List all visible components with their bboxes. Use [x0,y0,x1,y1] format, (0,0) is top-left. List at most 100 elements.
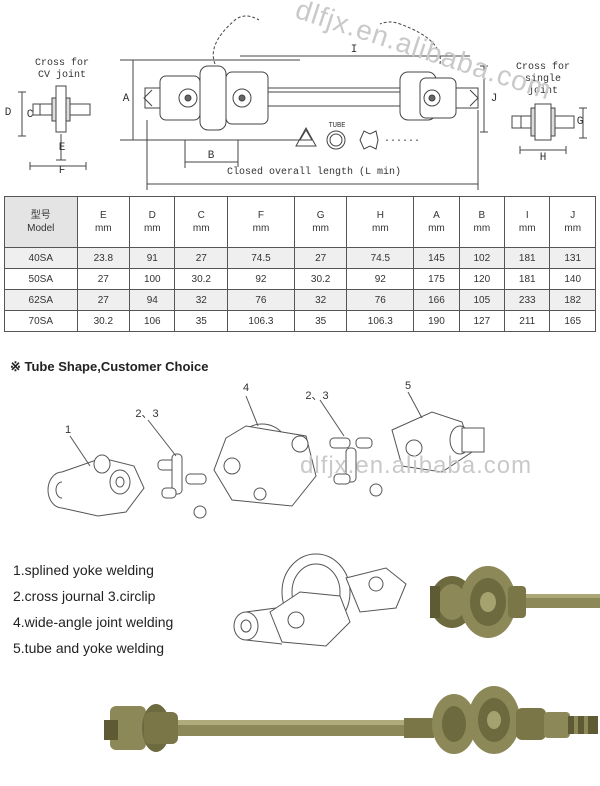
value-cell: 35 [174,310,229,332]
model-cell: 50SA [4,268,78,290]
shaft-drawing [120,15,488,190]
value-cell: 27 [293,247,348,269]
header-line2: mm [312,223,329,234]
value-cell: 32 [174,289,229,311]
header-line2: mm [564,223,582,234]
pto-shaft-photo [104,684,600,781]
legend-item: 1.splined yoke welding [13,562,154,578]
value-cell: 27 [76,289,131,311]
parts-legend: 1.splined yoke welding 2.cross journal 3… [13,557,173,661]
model-cell: 62SA [4,289,78,311]
value-cell: 76 [346,289,415,311]
cross-journal-right [329,437,383,497]
value-cell: 175 [413,268,460,290]
value-cell: 181 [504,268,551,290]
splined-yoke-part [47,454,145,517]
header-line1: B [478,210,486,221]
value-cell: 27 [174,247,229,269]
cross-journal-left [157,453,207,519]
model-cell: 70SA [4,310,78,332]
dim-i-label: I [350,44,358,56]
dim-d-label: D [4,107,12,119]
pto-shaft-photo-svg [104,686,598,754]
value-cell: 100 [129,268,176,290]
header-line2: mm [143,223,161,234]
tube-shape-note: ※ Tube Shape,Customer Choice [10,359,209,374]
value-cell: 102 [458,247,506,269]
value-cell: 94 [129,289,176,311]
more-profiles-dots: ...... [384,134,421,145]
exploded-view-svg [47,391,485,519]
value-cell: 140 [549,268,596,290]
value-cell: 35 [293,310,348,332]
header-line2: mm [473,223,491,234]
value-cell: 91 [129,247,176,269]
exploded-view: 1 2、3 4 2、3 5 [0,378,600,548]
value-cell: 181 [504,247,551,269]
dim-e-label: E [58,142,66,154]
header-line1: F [257,210,264,221]
value-cell: 105 [458,289,506,311]
tube-yoke-part [391,411,485,473]
legend-item: 2.cross journal 3.circlip [13,588,156,604]
single-cross-drawing [511,103,587,154]
dim-f-label: F [58,165,66,177]
value-cell: 120 [458,268,506,290]
header-line2: mm [371,223,389,234]
technical-drawing: Cross for CV joint Cross for single join… [0,0,600,192]
model-cell: 40SA [4,247,78,269]
value-cell: 106 [129,310,176,332]
header-line2: mm [94,223,112,234]
cv-cross-drawing [18,85,91,170]
callout-5: 5 [404,380,412,392]
header-line2: Model [27,223,55,234]
value-cell: 30.2 [293,268,348,290]
header-line2: mm [428,223,445,234]
single-cross-caption: Cross for single joint [515,62,570,97]
header-line1: E [99,210,107,221]
dim-g-label: G [576,116,584,128]
value-cell: 23.8 [76,247,131,269]
header-line1: G [316,210,325,221]
value-cell: 30.2 [174,268,229,290]
assembled-joint-svg [233,553,407,647]
legend-item: 4.wide-angle joint welding [13,614,174,630]
value-cell: 106.3 [346,310,415,332]
dim-c-label: C [26,109,34,121]
value-cell: 32 [293,289,348,311]
tube-label: TUBE [328,122,346,130]
watermark-middle: dlfjx.en.alibaba.com [300,452,533,479]
callout-1: 1 [64,424,72,436]
dim-j-label: J [490,93,498,105]
header-line2: mm [252,223,270,234]
header-line2: mm [518,223,536,234]
value-cell: 106.3 [227,310,295,332]
value-cell: 190 [413,310,460,332]
value-cell: 76 [227,289,295,311]
value-cell: 74.5 [346,247,415,269]
wide-angle-joint-part [213,423,317,507]
header-line1: J [570,210,576,221]
cv-joint-photo-svg [430,566,600,638]
header-line2: mm [192,223,210,234]
header-line1: 型号 [30,210,51,221]
value-cell: 145 [413,247,460,269]
value-cell: 92 [227,268,295,290]
header-line1: I [525,210,529,221]
value-cell: 92 [346,268,415,290]
header-line1: D [148,210,156,221]
